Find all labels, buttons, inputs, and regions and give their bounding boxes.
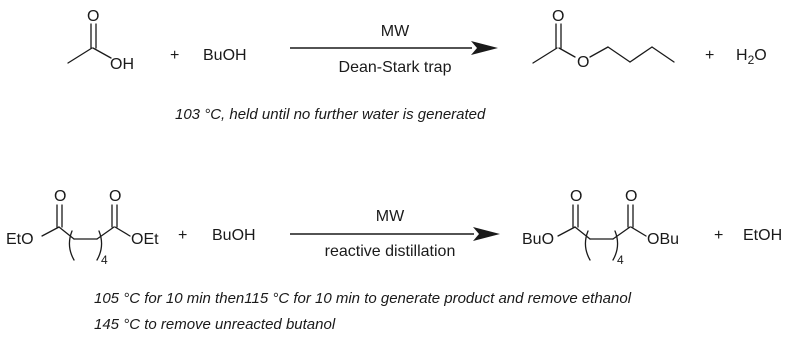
repeat-subscript: 4 bbox=[617, 253, 624, 267]
bracket-left bbox=[68, 230, 75, 261]
bracket-right bbox=[612, 230, 619, 261]
carbonyl-oxygen-right: O bbox=[625, 188, 637, 205]
plus-sign: + bbox=[178, 227, 187, 244]
ester-c-o-bond-right bbox=[114, 226, 131, 237]
butanol-label: BuOH bbox=[203, 47, 247, 64]
arrow-condition-below: Dean-Stark trap bbox=[339, 59, 452, 76]
bracket-right bbox=[96, 230, 103, 261]
chain-bond-right bbox=[96, 226, 115, 240]
plus-sign: + bbox=[714, 227, 723, 244]
chain-bond-left bbox=[574, 226, 591, 240]
arrow-head bbox=[473, 227, 500, 241]
reaction-conditions-line-1: 105 °C for 10 min then115 °C for 10 min … bbox=[94, 290, 632, 307]
carbonyl-oxygen-right: O bbox=[109, 188, 121, 205]
ester-oxygen: O bbox=[577, 54, 589, 71]
repeat-subscript: 4 bbox=[101, 253, 108, 267]
ester-c-o-bond-right bbox=[630, 226, 647, 237]
carbonyl-oxygen-left: O bbox=[54, 188, 66, 205]
arrow-condition-above: MW bbox=[381, 23, 410, 40]
ethanol-label: EtOH bbox=[743, 227, 782, 244]
butyl-bond-4 bbox=[651, 46, 675, 63]
ethoxy-right-label: OEt bbox=[131, 231, 159, 248]
ester-carbonyl-oxygen: O bbox=[552, 8, 564, 25]
water-label: H2O bbox=[736, 47, 767, 67]
reaction-arrow bbox=[290, 41, 498, 55]
carbonyl-oxygen-left: O bbox=[570, 188, 582, 205]
reaction-1: O OH + BuOH MW Dean-Stark trap O O + H2O… bbox=[67, 8, 767, 123]
reaction-conditions: 103 °C, held until no further water is g… bbox=[175, 106, 486, 123]
plus-sign: + bbox=[170, 47, 179, 64]
methyl-bond bbox=[67, 47, 93, 64]
acid-hydroxyl-label: OH bbox=[110, 56, 134, 73]
butoxy-left-label: BuO bbox=[522, 231, 554, 248]
c-oh-bond bbox=[92, 47, 112, 59]
ester-c-o-bond bbox=[558, 47, 576, 58]
butyl-bond-1 bbox=[589, 46, 609, 58]
reaction-2: EtO O 4 O OEt + BuOH MW reactive distill… bbox=[6, 188, 782, 333]
ester-o-c-bond-left bbox=[41, 226, 60, 237]
chain-bond-right bbox=[612, 226, 631, 240]
dibutyl-adipate-structure: BuO O 4 O OBu bbox=[522, 188, 679, 267]
acetic-acid-structure: O OH bbox=[67, 8, 134, 73]
plus-sign: + bbox=[705, 47, 714, 64]
chain-bond-left bbox=[58, 226, 75, 240]
bracket-left bbox=[584, 230, 591, 261]
butoxy-right-label: OBu bbox=[647, 231, 679, 248]
diethyl-adipate-structure: EtO O 4 O OEt bbox=[6, 188, 159, 267]
butyl-bond-2 bbox=[607, 46, 631, 63]
butanol-label: BuOH bbox=[212, 227, 256, 244]
butyl-bond-3 bbox=[629, 46, 653, 63]
arrow-head bbox=[471, 41, 498, 55]
arrow-condition-above: MW bbox=[376, 208, 405, 225]
reaction-conditions-line-2: 145 °C to remove unreacted butanol bbox=[94, 316, 336, 333]
ester-o-c-bond-left bbox=[557, 226, 576, 237]
ethoxy-left-label: EtO bbox=[6, 231, 34, 248]
ester-methyl-bond bbox=[532, 47, 558, 64]
reaction-arrow bbox=[290, 227, 500, 241]
arrow-condition-below: reactive distillation bbox=[325, 243, 456, 260]
butyl-acetate-structure: O O bbox=[532, 8, 675, 71]
acid-carbonyl-oxygen: O bbox=[87, 8, 99, 25]
